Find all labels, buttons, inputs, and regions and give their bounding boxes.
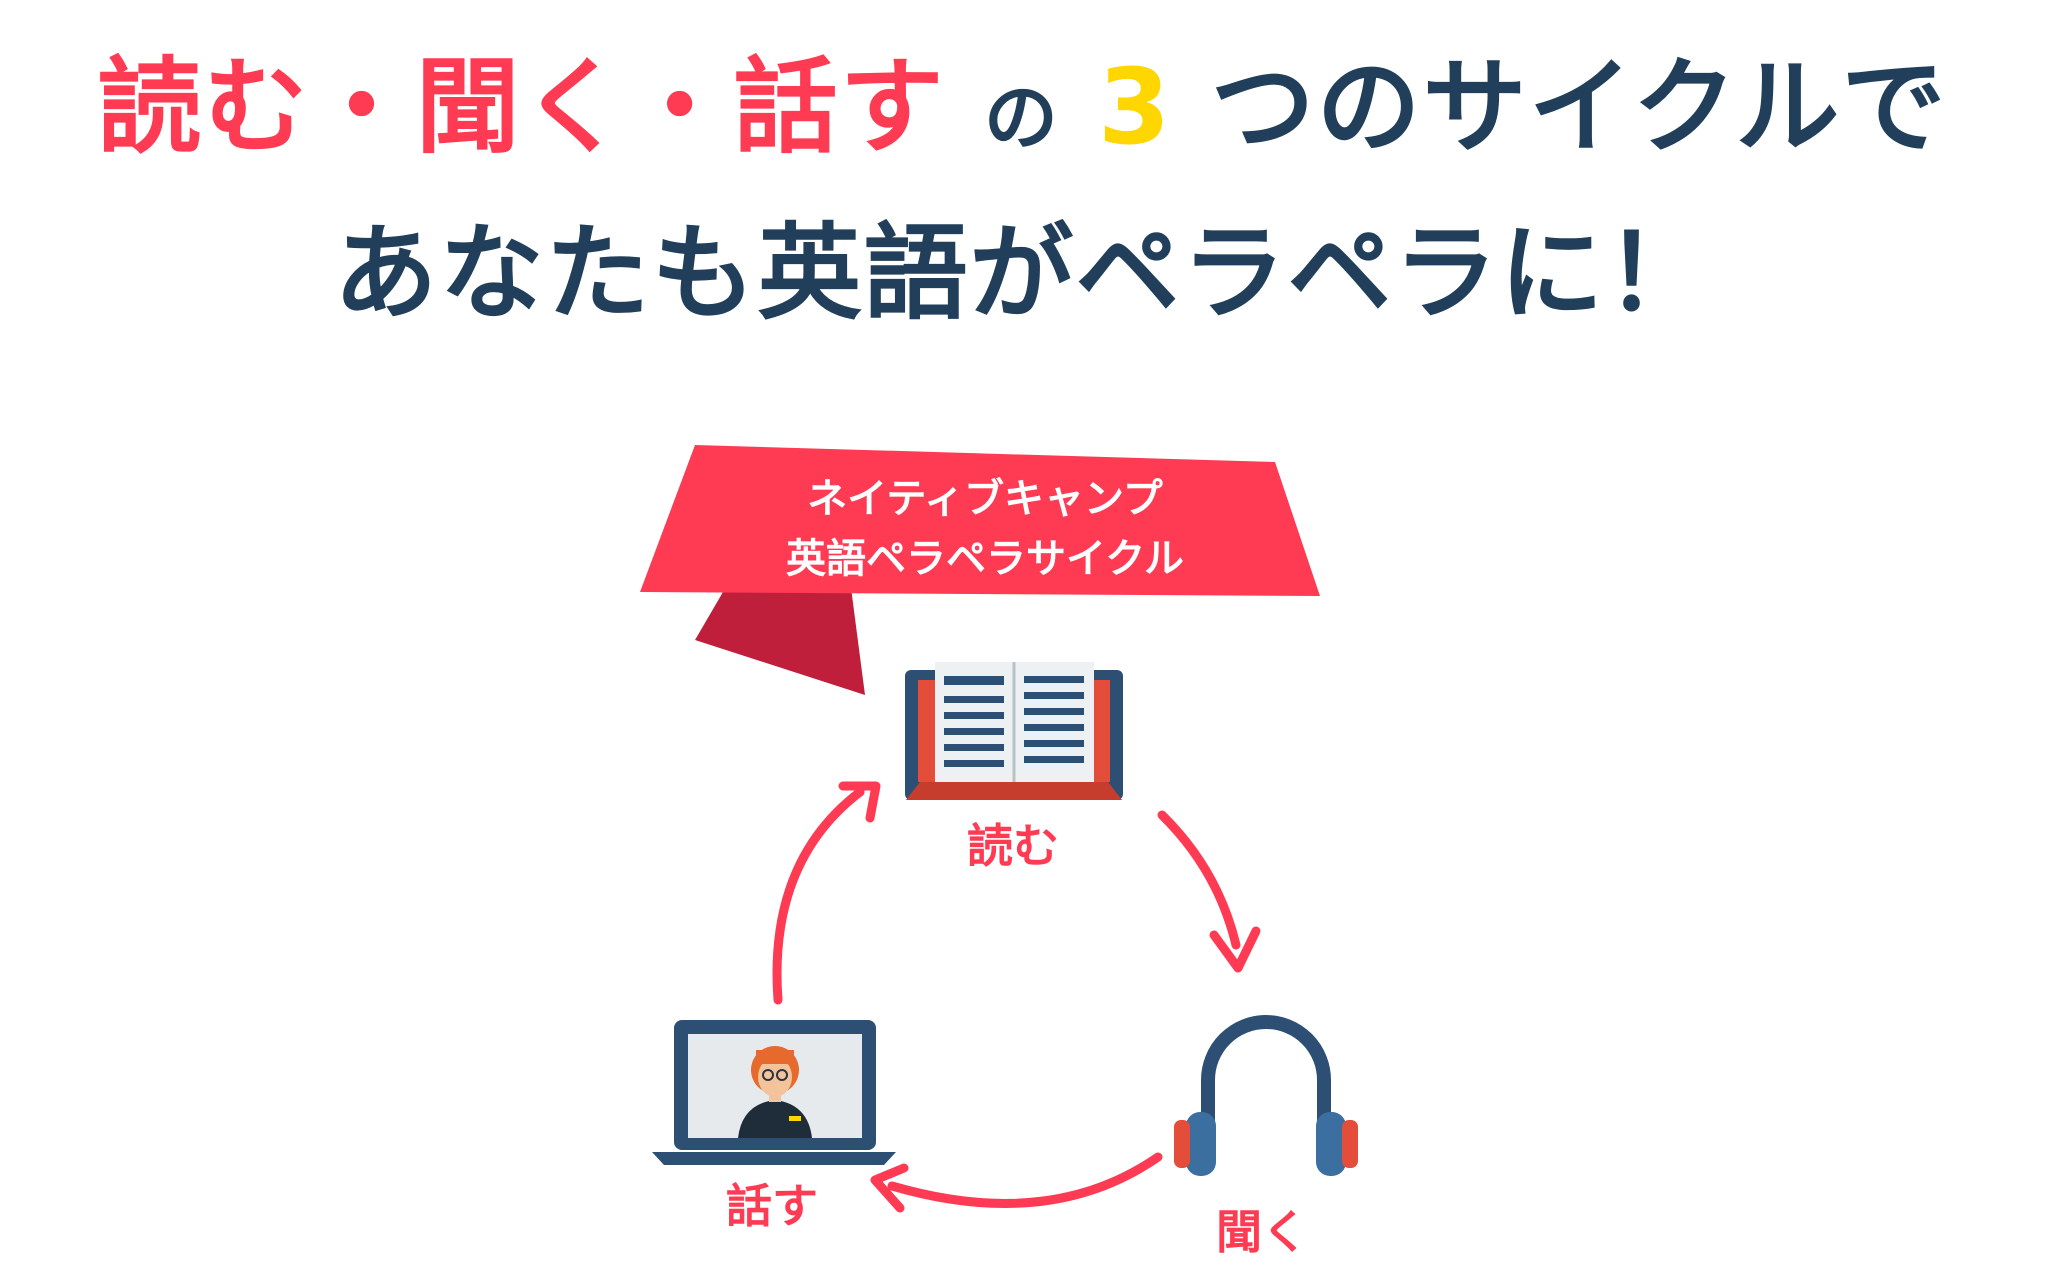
arrow-listen-to-speak [887,1152,1163,1208]
headline-rest: つのサイクルで [1210,46,1948,168]
headline-speak: 話す [733,46,946,168]
headphones-icon [1174,1015,1358,1176]
headline-number: 3 [1098,46,1173,168]
arrow-head-speak [870,1163,909,1213]
arrow-head-read [838,781,881,823]
label-read: 読む [967,819,1059,873]
headline-separator: ・ [309,46,416,168]
headline-line-1: 読む・聞く・話す の 3 つのサイクルで [0,22,2045,173]
headline-connector: の [983,75,1060,161]
arrow-head-listen [1209,926,1261,973]
laptop-icon [652,1020,896,1165]
headline-line-2: あなたも英語がペラペラに！ [333,212,1712,334]
banner-subtitle: 英語ペラペラサイクル [786,536,1184,582]
banner-ribbon: ネイティブキャンプ 英語ペラペラサイクル [640,445,1320,695]
headline-separator: ・ [627,46,734,168]
arrow-speak-to-read [772,787,865,1005]
banner-title: ネイティブキャンプ [807,476,1163,522]
headline-read: 読む [97,46,310,168]
headline-listen: 聞く [415,46,628,168]
label-speak: 話す [726,1179,818,1233]
arrow-read-to-listen [1157,810,1241,950]
label-listen: 聞く [1216,1205,1308,1259]
book-icon [905,662,1123,800]
